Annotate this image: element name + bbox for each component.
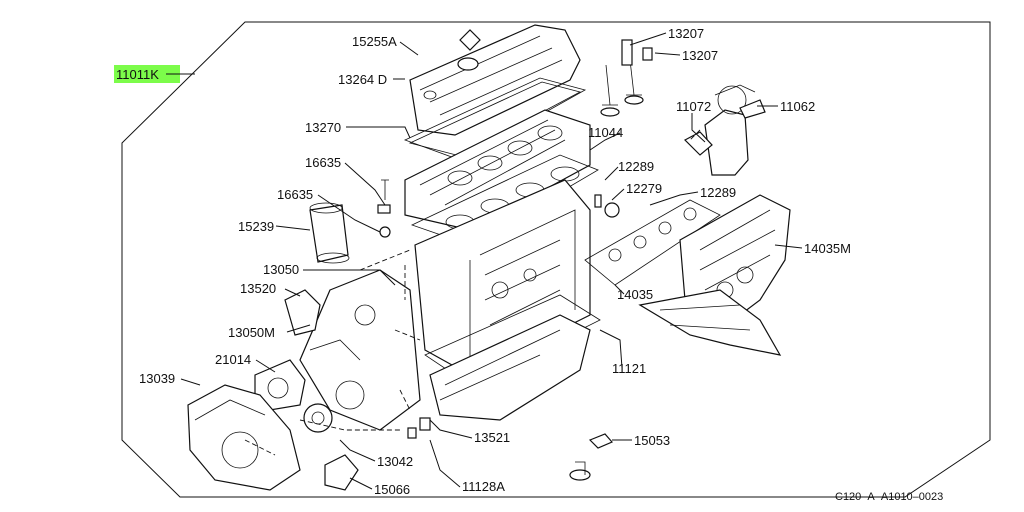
highlight-marker (114, 65, 180, 83)
label-15239[interactable]: 15239 (238, 219, 274, 234)
label-13207-b[interactable]: 13207 (682, 48, 718, 63)
label-13042[interactable]: 13042 (377, 454, 413, 469)
label-16635-b[interactable]: 16635 (277, 187, 313, 202)
label-13050[interactable]: 13050 (263, 262, 299, 277)
label-11044[interactable]: 11044 (588, 125, 623, 140)
leader-lines (180, 32, 803, 490)
part-labels: 11011K 15255A 13264 D 13270 16635 16635 … (116, 26, 943, 503)
label-15066[interactable]: 15066 (374, 482, 410, 497)
label-12279[interactable]: 12279 (626, 181, 662, 196)
engine-illustration (187, 24, 791, 491)
label-15053[interactable]: 15053 (634, 433, 670, 448)
diagram-code: C120–A–A1010–0023 (835, 491, 943, 503)
label-14035[interactable]: 14035 (617, 287, 653, 302)
label-13050M[interactable]: 13050M (228, 325, 275, 340)
label-13207-a[interactable]: 13207 (668, 26, 704, 41)
label-13039[interactable]: 13039 (139, 371, 175, 386)
label-11128A[interactable]: 11128A (462, 479, 505, 494)
label-11062[interactable]: 11062 (780, 99, 815, 114)
label-16635-a[interactable]: 16635 (305, 155, 341, 170)
label-21014[interactable]: 21014 (215, 352, 251, 367)
label-11011K[interactable]: 11011K (116, 67, 159, 82)
label-13264D[interactable]: 13264 D (338, 72, 387, 87)
assembly-boundary (121, 21, 991, 498)
label-13270[interactable]: 13270 (305, 120, 341, 135)
label-14035M[interactable]: 14035M (804, 241, 851, 256)
label-11072[interactable]: 11072 (676, 99, 711, 114)
label-13520[interactable]: 13520 (240, 281, 276, 296)
label-15255A[interactable]: 15255A (352, 34, 397, 49)
label-12289-b[interactable]: 12289 (700, 185, 736, 200)
label-13521[interactable]: 13521 (474, 430, 510, 445)
label-11121[interactable]: 11121 (612, 361, 646, 376)
label-12289-a[interactable]: 12289 (618, 159, 654, 174)
